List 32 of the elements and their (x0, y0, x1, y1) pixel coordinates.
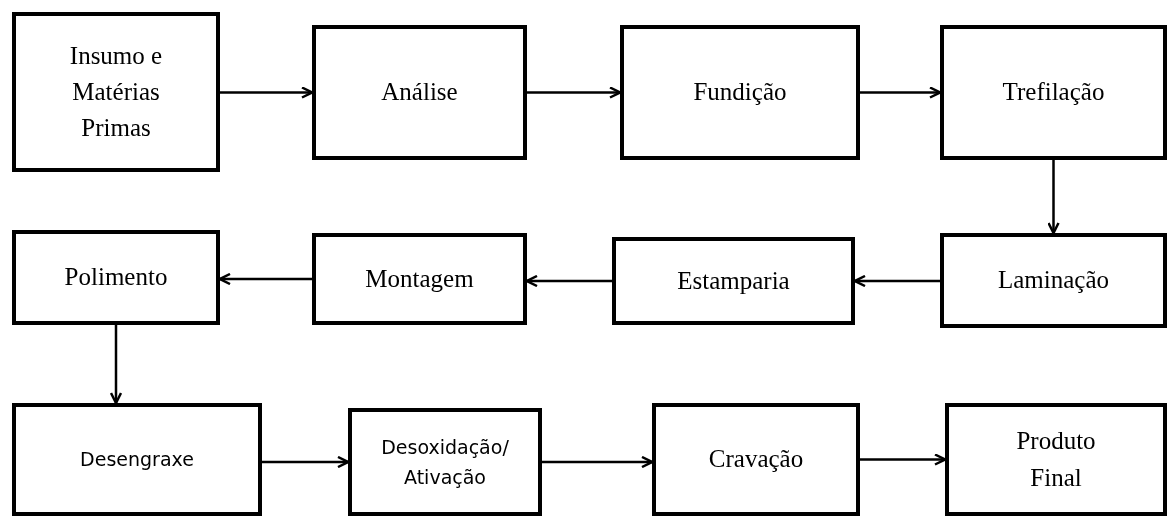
process-box (940, 233, 1167, 328)
arrow (1047, 160, 1060, 235)
step-label: Estamparia (677, 265, 790, 296)
step-label: Cravação (708, 444, 804, 475)
process-box (312, 25, 527, 160)
step-label: Insumo e Matérias Primas (68, 40, 164, 144)
step-label: Fundição (693, 77, 787, 108)
arrow (542, 455, 654, 469)
arrow (262, 455, 350, 469)
process-box (612, 237, 855, 325)
process-box (940, 25, 1167, 160)
arrow (527, 86, 622, 99)
arrow (860, 453, 947, 466)
process-box (12, 403, 262, 516)
step-label: Desoxidação/ Ativação (380, 434, 510, 490)
process-box (652, 403, 860, 516)
process-box (620, 25, 860, 160)
process-box (12, 230, 220, 325)
process-box (945, 403, 1167, 516)
step-label: Polimento (64, 262, 168, 293)
process-box (12, 12, 220, 172)
step-label: Montagem (365, 263, 474, 294)
step-label: Trefilação (1002, 77, 1105, 108)
arrow (220, 86, 314, 99)
arrow (860, 86, 942, 99)
step-label: Desengraxe (80, 447, 194, 473)
arrow (109, 325, 123, 405)
step-label: Análise (381, 77, 458, 108)
process-box (312, 233, 527, 325)
process-box (348, 408, 542, 516)
step-label: Laminação (997, 265, 1110, 296)
step-label: Produto Final (1015, 426, 1097, 493)
